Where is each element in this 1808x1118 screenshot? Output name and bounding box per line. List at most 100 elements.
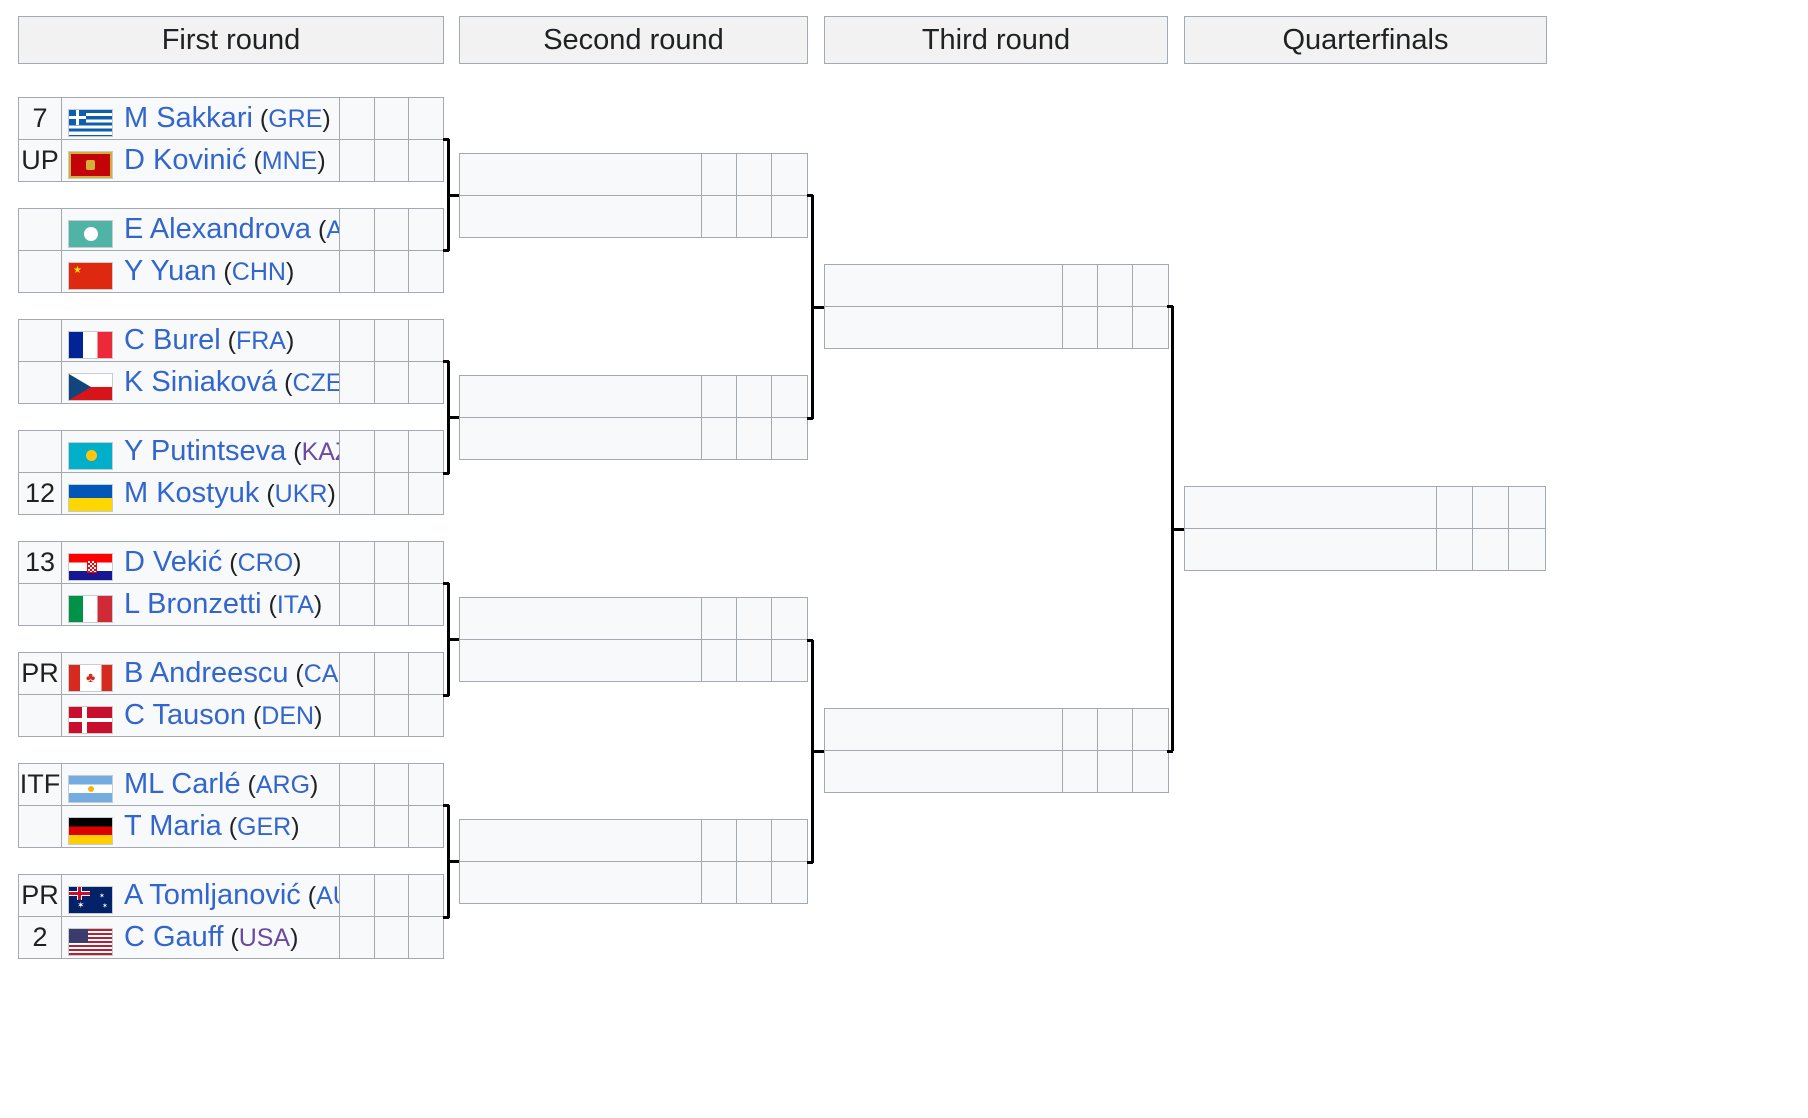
player-cell: ML Carlé (ARG): [61, 763, 340, 806]
third-round-match-set-score-2: [1097, 750, 1133, 793]
seed-cell: UP: [18, 139, 62, 182]
player-cell: T Maria (GER): [61, 805, 340, 848]
third-round-match-set-score-1: [1062, 264, 1098, 307]
bracket-connector: [807, 194, 813, 197]
player-name-link[interactable]: M Sakkari (GRE): [124, 98, 331, 139]
country-code: (USA): [223, 924, 299, 952]
ukraine-flag-icon: [68, 484, 113, 512]
set-score-2: [374, 763, 409, 806]
player-name-link[interactable]: T Maria (GER): [124, 806, 300, 847]
country-link[interactable]: FRA: [235, 327, 286, 355]
second-round-match-player-slot: [459, 861, 702, 904]
seed-cell: 7: [18, 97, 62, 140]
player-name[interactable]: ML Carlé: [124, 768, 241, 800]
bracket-connector: [443, 582, 449, 585]
bracket-connector: [807, 861, 813, 864]
country-link[interactable]: AUS: [316, 882, 339, 910]
country-link[interactable]: KAZ: [301, 438, 339, 466]
set-score-1: [339, 541, 375, 584]
country-link[interactable]: GRE: [268, 105, 323, 133]
player-name[interactable]: K Siniaková: [124, 366, 278, 398]
second-round-match-set-score-1: [701, 153, 737, 196]
seed-cell: [18, 361, 62, 404]
player-name-link[interactable]: L Bronzetti (ITA): [124, 584, 322, 625]
country-code: (CRO): [222, 549, 302, 577]
country-link[interactable]: CAN: [303, 660, 339, 688]
country-code: (FRA): [220, 327, 295, 355]
country-link[interactable]: CZE: [292, 369, 340, 397]
player-cell: D Vekić (CRO): [61, 541, 340, 584]
player-name[interactable]: M Sakkari: [124, 102, 253, 134]
player-name[interactable]: E Alexandrova: [124, 213, 312, 245]
third-round-match-set-score-1: [1062, 750, 1098, 793]
country-link[interactable]: ITA: [276, 591, 314, 619]
player-name-link[interactable]: A Tomljanović (AUS): [124, 875, 339, 916]
player-name[interactable]: Y Putintseva: [124, 435, 287, 467]
second-round-match-set-score-3: [771, 597, 808, 640]
quarterfinal-match-player-slot: [1184, 486, 1437, 529]
player-name[interactable]: D Kovinić: [124, 144, 247, 176]
set-score-2: [374, 472, 409, 515]
seed-cell: 13: [18, 541, 62, 584]
player-name-link[interactable]: B Andreescu (CAN): [124, 653, 339, 694]
player-name[interactable]: L Bronzetti: [124, 588, 262, 620]
header-first-round: First round: [18, 16, 444, 64]
bracket-connector: [807, 639, 813, 642]
seed-cell: PR: [18, 874, 62, 917]
seed-label: ITF: [19, 769, 61, 799]
player-cell: C Tauson (DEN): [61, 694, 340, 737]
player-name-link[interactable]: C Tauson (DEN): [124, 695, 322, 736]
set-score-3: [408, 361, 444, 404]
player-name[interactable]: C Gauff: [124, 921, 224, 953]
player-name[interactable]: B Andreescu: [124, 657, 289, 689]
player-name-link[interactable]: E Alexandrova (AIN): [124, 209, 339, 250]
country-code: (MNE): [246, 147, 326, 175]
player-name[interactable]: D Vekić: [124, 546, 223, 578]
player-name-link[interactable]: K Siniaková (CZE): [124, 362, 340, 403]
quarterfinal-match-set-score-3: [1508, 528, 1546, 571]
country-link[interactable]: CRO: [237, 549, 294, 577]
second-round-match-set-score-3: [771, 819, 808, 862]
set-score-1: [339, 694, 375, 737]
quarterfinal-match-set-score-2: [1472, 486, 1509, 529]
player-name[interactable]: M Kostyuk: [124, 477, 260, 509]
france-flag-icon: [68, 331, 113, 359]
bracket-connector: [443, 360, 449, 363]
country-link[interactable]: UKR: [274, 480, 328, 508]
player-name-link[interactable]: ML Carlé (ARG): [124, 764, 318, 805]
country-link[interactable]: MNE: [261, 147, 318, 175]
player-cell: M Kostyuk (UKR): [61, 472, 340, 515]
germany-flag-icon: [68, 817, 113, 845]
second-round-match-set-score-3: [771, 375, 808, 418]
second-round-match-player-slot: [459, 375, 702, 418]
player-cell: E Alexandrova (AIN): [61, 208, 340, 251]
player-name[interactable]: Y Yuan: [124, 255, 217, 287]
player-name[interactable]: C Burel: [124, 324, 221, 356]
country-link[interactable]: AIN: [326, 216, 339, 244]
quarterfinal-match-set-score-1: [1436, 528, 1473, 571]
player-name[interactable]: A Tomljanović: [124, 879, 301, 911]
second-round-match-set-score-1: [701, 375, 737, 418]
player-name-link[interactable]: C Burel (FRA): [124, 320, 295, 361]
country-link[interactable]: GER: [237, 813, 292, 841]
player-name[interactable]: T Maria: [124, 810, 222, 842]
country-link[interactable]: DEN: [261, 702, 315, 730]
second-round-match-set-score-2: [736, 819, 772, 862]
player-name-link[interactable]: D Kovinić (MNE): [124, 140, 326, 181]
player-name-link[interactable]: Y Putintseva (KAZ): [124, 431, 339, 472]
set-score-3: [408, 583, 444, 626]
country-link[interactable]: CHN: [231, 258, 286, 286]
player-name-link[interactable]: Y Yuan (CHN): [124, 251, 294, 292]
country-link[interactable]: USA: [238, 924, 291, 952]
player-name[interactable]: C Tauson: [124, 699, 246, 731]
set-score-3: [408, 139, 444, 182]
second-round-match-player-slot: [459, 417, 702, 460]
player-name-link[interactable]: D Vekić (CRO): [124, 542, 302, 583]
player-name-link[interactable]: C Gauff (USA): [124, 917, 299, 958]
second-round-match-set-score-2: [736, 375, 772, 418]
czech-flag-icon: [68, 373, 113, 401]
country-link[interactable]: ARG: [255, 771, 311, 799]
player-name-link[interactable]: M Kostyuk (UKR): [124, 473, 336, 514]
bracket-connector: [443, 249, 449, 252]
second-round-match-set-score-2: [736, 597, 772, 640]
